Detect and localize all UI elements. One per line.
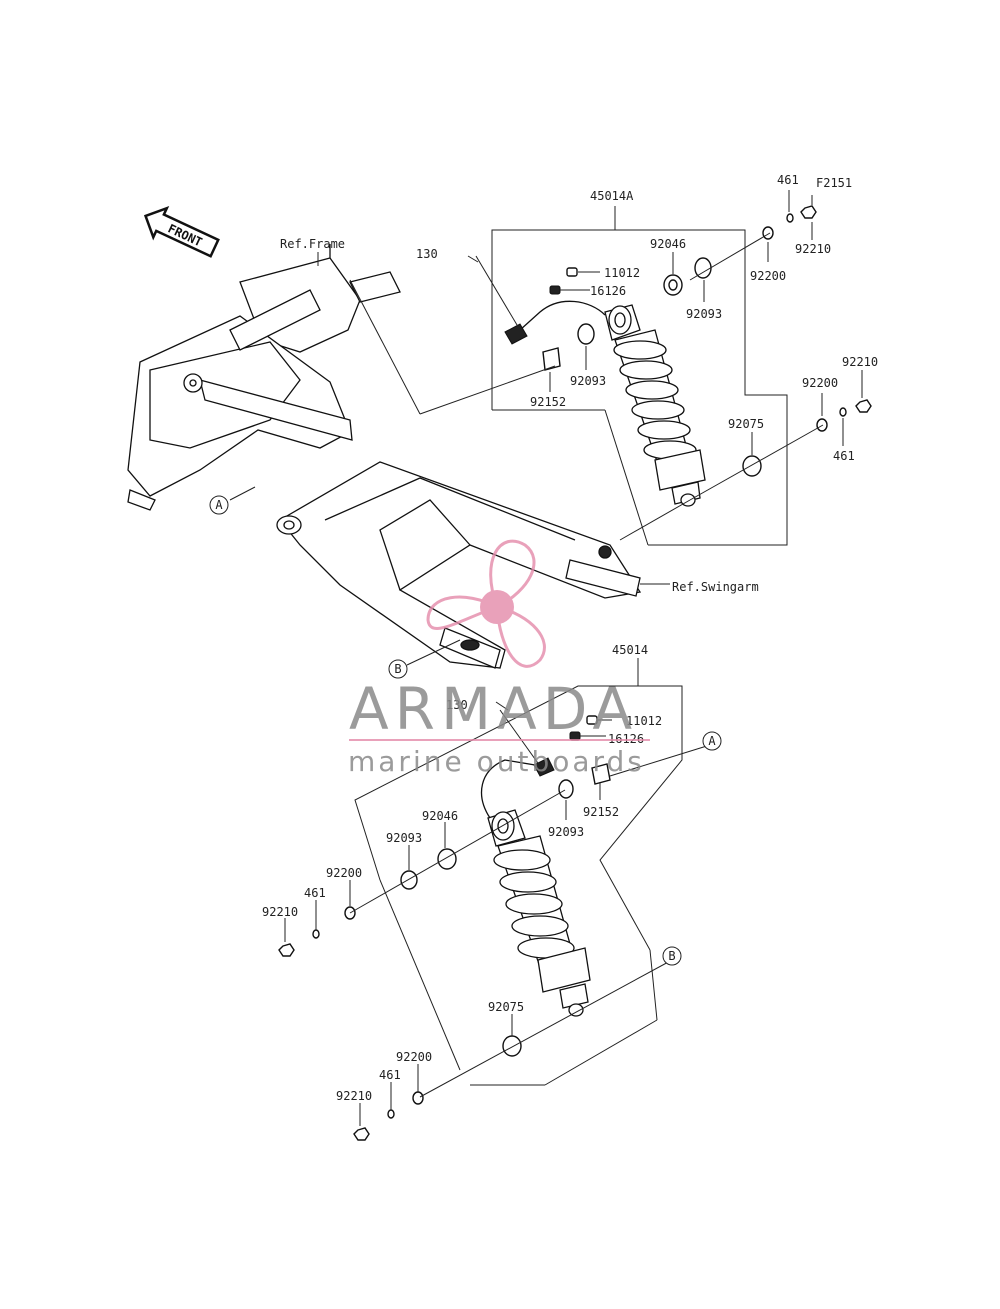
part-number: 11012 bbox=[604, 266, 640, 280]
part-number: 92046 bbox=[650, 237, 686, 251]
watermark-brand: ARMADA bbox=[349, 675, 638, 743]
part-number: 461 bbox=[379, 1068, 401, 1082]
part-number: 92210 bbox=[842, 355, 878, 369]
armada-watermark: ARMADA marine outboards bbox=[348, 539, 650, 778]
part-number: 92210 bbox=[262, 905, 298, 919]
watermark-tagline: marine outboards bbox=[348, 745, 645, 778]
marker-b-shock: B bbox=[662, 946, 682, 966]
part-number: 92200 bbox=[750, 269, 786, 283]
assembly-number: 45014 bbox=[612, 643, 648, 657]
upper-shock-absorber bbox=[519, 300, 706, 507]
part-number: 92075 bbox=[728, 417, 764, 431]
small-parts bbox=[278, 205, 872, 1141]
lower-shock-absorber bbox=[481, 759, 591, 1017]
marker-b-swingarm: B bbox=[388, 659, 408, 679]
part-number: 92152 bbox=[530, 395, 566, 409]
part-number: 92152 bbox=[583, 805, 619, 819]
propeller-logo-icon bbox=[426, 539, 546, 668]
reference-labels: Ref.Frame Ref.Swingarm bbox=[280, 237, 759, 594]
part-number: 92075 bbox=[488, 1000, 524, 1014]
swingarm-illustration bbox=[276, 461, 642, 669]
part-number: 130 bbox=[416, 247, 438, 261]
frame-illustration bbox=[127, 244, 401, 511]
part-number: 92046 bbox=[422, 809, 458, 823]
marker-b-label: B bbox=[668, 949, 675, 963]
part-number: 92210 bbox=[795, 242, 831, 256]
upper-assembly-labels: 45014A 461 F2151 92210 92200 130 11012 9… bbox=[416, 173, 878, 463]
part-number: 92093 bbox=[548, 825, 584, 839]
part-number: 461 bbox=[304, 886, 326, 900]
part-number: 92200 bbox=[396, 1050, 432, 1064]
part-number: 92093 bbox=[570, 374, 606, 388]
ref-swingarm-label: Ref.Swingarm bbox=[672, 580, 759, 594]
front-arrow-icon: FRONT bbox=[143, 205, 220, 258]
marker-a-shock: A bbox=[702, 731, 722, 751]
part-number: 92093 bbox=[386, 831, 422, 845]
part-number: 92200 bbox=[802, 376, 838, 390]
part-number: 130 bbox=[446, 698, 468, 712]
part-number: 92210 bbox=[336, 1089, 372, 1103]
marker-a-label: A bbox=[708, 734, 716, 748]
ref-frame-label: Ref.Frame bbox=[280, 237, 345, 251]
assembly-number: 45014A bbox=[590, 189, 634, 203]
part-number: 92200 bbox=[326, 866, 362, 880]
part-number: F2151 bbox=[816, 176, 852, 190]
part-number: 92093 bbox=[686, 307, 722, 321]
marker-b-label: B bbox=[394, 662, 401, 676]
marker-a-label: A bbox=[215, 498, 223, 512]
part-number: 461 bbox=[777, 173, 799, 187]
part-number: 461 bbox=[833, 449, 855, 463]
leader-lines bbox=[229, 190, 863, 1126]
lower-assembly-labels: 45014 130 11012 16126 92152 92046 92093 … bbox=[262, 643, 662, 1103]
marker-a-frame: A bbox=[209, 495, 229, 515]
part-number: 11012 bbox=[626, 714, 662, 728]
part-number: 16126 bbox=[590, 284, 626, 298]
